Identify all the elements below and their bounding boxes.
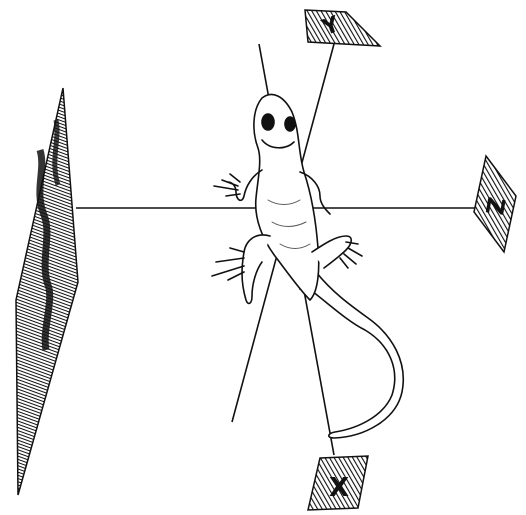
bottom-plate: X	[308, 456, 368, 510]
lizard-eye-left	[262, 114, 274, 130]
left-plate	[16, 88, 78, 495]
bottom-plate-letter: X	[329, 473, 349, 503]
right-plate: Z	[474, 156, 516, 252]
lizard-hind-left-leg	[242, 235, 270, 304]
top-plate: Y	[305, 10, 380, 46]
lizard-illustration	[212, 94, 403, 438]
lizard-eye-right	[285, 117, 295, 131]
